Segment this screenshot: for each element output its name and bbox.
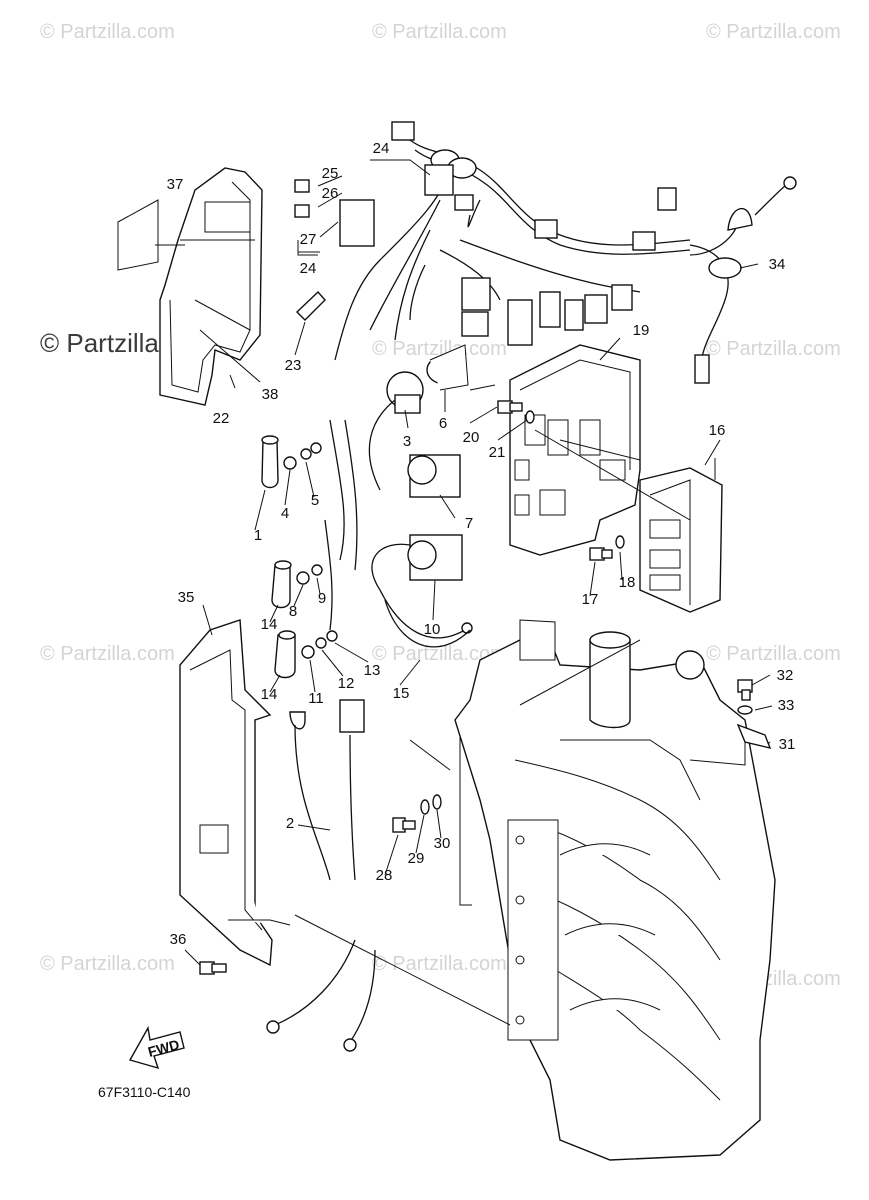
callout-2: 2 xyxy=(286,815,294,832)
callout-36: 36 xyxy=(170,931,187,948)
callout-19: 19 xyxy=(633,322,650,339)
watermark: © Partzilla.com xyxy=(372,338,507,360)
callout-21: 21 xyxy=(489,444,506,461)
fwd-arrow-icon: FWD xyxy=(128,1025,185,1070)
callout-11: 11 xyxy=(308,690,324,707)
washer-part-33 xyxy=(737,705,753,715)
watermark: © Partzilla.com xyxy=(706,643,841,665)
watermark: © Partzilla.com xyxy=(372,953,507,975)
bracket-part-16 xyxy=(639,467,723,613)
watermark: © Partzilla.com xyxy=(372,643,507,665)
callout-22: 22 xyxy=(213,410,230,427)
callout-3: 3 xyxy=(403,433,411,450)
cover-part-37 xyxy=(117,167,263,406)
wire-harness-part-24 xyxy=(294,121,797,384)
diagram-code: 67F3110-C140 xyxy=(98,1084,191,1100)
watermark: © Partzilla.com xyxy=(40,643,175,665)
watermark: © Partzilla.com xyxy=(40,953,175,975)
watermark: © Partzilla.com xyxy=(706,21,841,43)
callout-32: 32 xyxy=(777,667,794,684)
callout-16: 16 xyxy=(709,422,726,439)
callout-24: 24 xyxy=(373,140,390,157)
watermark: © Partzilla.com xyxy=(40,21,175,43)
relay-wiring xyxy=(324,399,473,639)
plate-part-31 xyxy=(736,723,772,749)
callout-8: 8 xyxy=(289,603,297,620)
callout-31: 31 xyxy=(779,736,796,753)
cap-part-14a xyxy=(271,560,292,609)
callout-38: 38 xyxy=(262,386,279,403)
callout-30: 30 xyxy=(434,835,451,852)
callout-6: 6 xyxy=(439,415,447,432)
callout-4: 4 xyxy=(281,505,289,522)
engine-block xyxy=(454,619,776,1161)
lead-part-15 xyxy=(384,599,471,648)
callout-10: 10 xyxy=(424,621,441,638)
callout-24: 24 xyxy=(300,260,317,277)
callout-27: 27 xyxy=(300,231,317,248)
callout-17: 17 xyxy=(582,591,599,608)
bolt-part-28 xyxy=(392,817,416,833)
bolt-part-17 xyxy=(589,547,613,561)
callout-33: 33 xyxy=(778,697,795,714)
washer-part-18 xyxy=(615,535,625,549)
watermark-layer: © Partzilla.com © Partzilla.com © Partzi… xyxy=(40,21,841,990)
callout-14: 14 xyxy=(261,616,278,633)
bolt-part-20 xyxy=(497,400,523,414)
fwd-label: FWD xyxy=(146,1036,181,1060)
watermark: © Partzilla.com xyxy=(706,338,841,360)
bracket-part-19 xyxy=(509,344,641,556)
cap-part-1 xyxy=(261,435,279,489)
callout-7: 7 xyxy=(465,515,473,532)
bolt-part-36 xyxy=(199,961,227,975)
plug-part-23 xyxy=(295,290,326,321)
callout-23: 23 xyxy=(285,357,302,374)
callout-18: 18 xyxy=(619,574,636,591)
callout-12: 12 xyxy=(338,675,355,692)
callout-35: 35 xyxy=(178,589,195,606)
callout-labels: 1 2 3 4 5 6 7 8 9 10 11 12 13 14 14 15 1… xyxy=(167,140,796,948)
callout-28: 28 xyxy=(376,867,393,884)
bolt-part-32 xyxy=(737,679,753,701)
callout-5: 5 xyxy=(311,492,319,509)
callout-15: 15 xyxy=(393,685,410,702)
callout-14: 14 xyxy=(261,686,278,703)
callout-29: 29 xyxy=(408,850,425,867)
cap-part-6 xyxy=(426,344,469,391)
callout-25: 25 xyxy=(322,165,339,182)
callout-1: 1 xyxy=(254,527,262,544)
relay-part-7 xyxy=(407,454,461,498)
cap-part-14b xyxy=(274,630,296,679)
callout-13: 13 xyxy=(364,662,381,679)
washers-part-29-30 xyxy=(420,794,442,815)
relay-part-10 xyxy=(407,534,463,581)
relay-part-3 xyxy=(386,371,424,414)
callout-20: 20 xyxy=(463,429,480,446)
callout-9: 9 xyxy=(318,590,326,607)
lead-part-2 xyxy=(266,699,376,1052)
callout-leaders xyxy=(155,159,773,966)
watermark: © Partzilla.com xyxy=(372,21,507,43)
cover-part-35 xyxy=(179,619,291,967)
callout-34: 34 xyxy=(769,256,786,273)
fasteners-small xyxy=(283,442,338,659)
callout-26: 26 xyxy=(322,185,339,202)
washer-part-21 xyxy=(525,410,535,424)
callout-37: 37 xyxy=(167,176,184,193)
